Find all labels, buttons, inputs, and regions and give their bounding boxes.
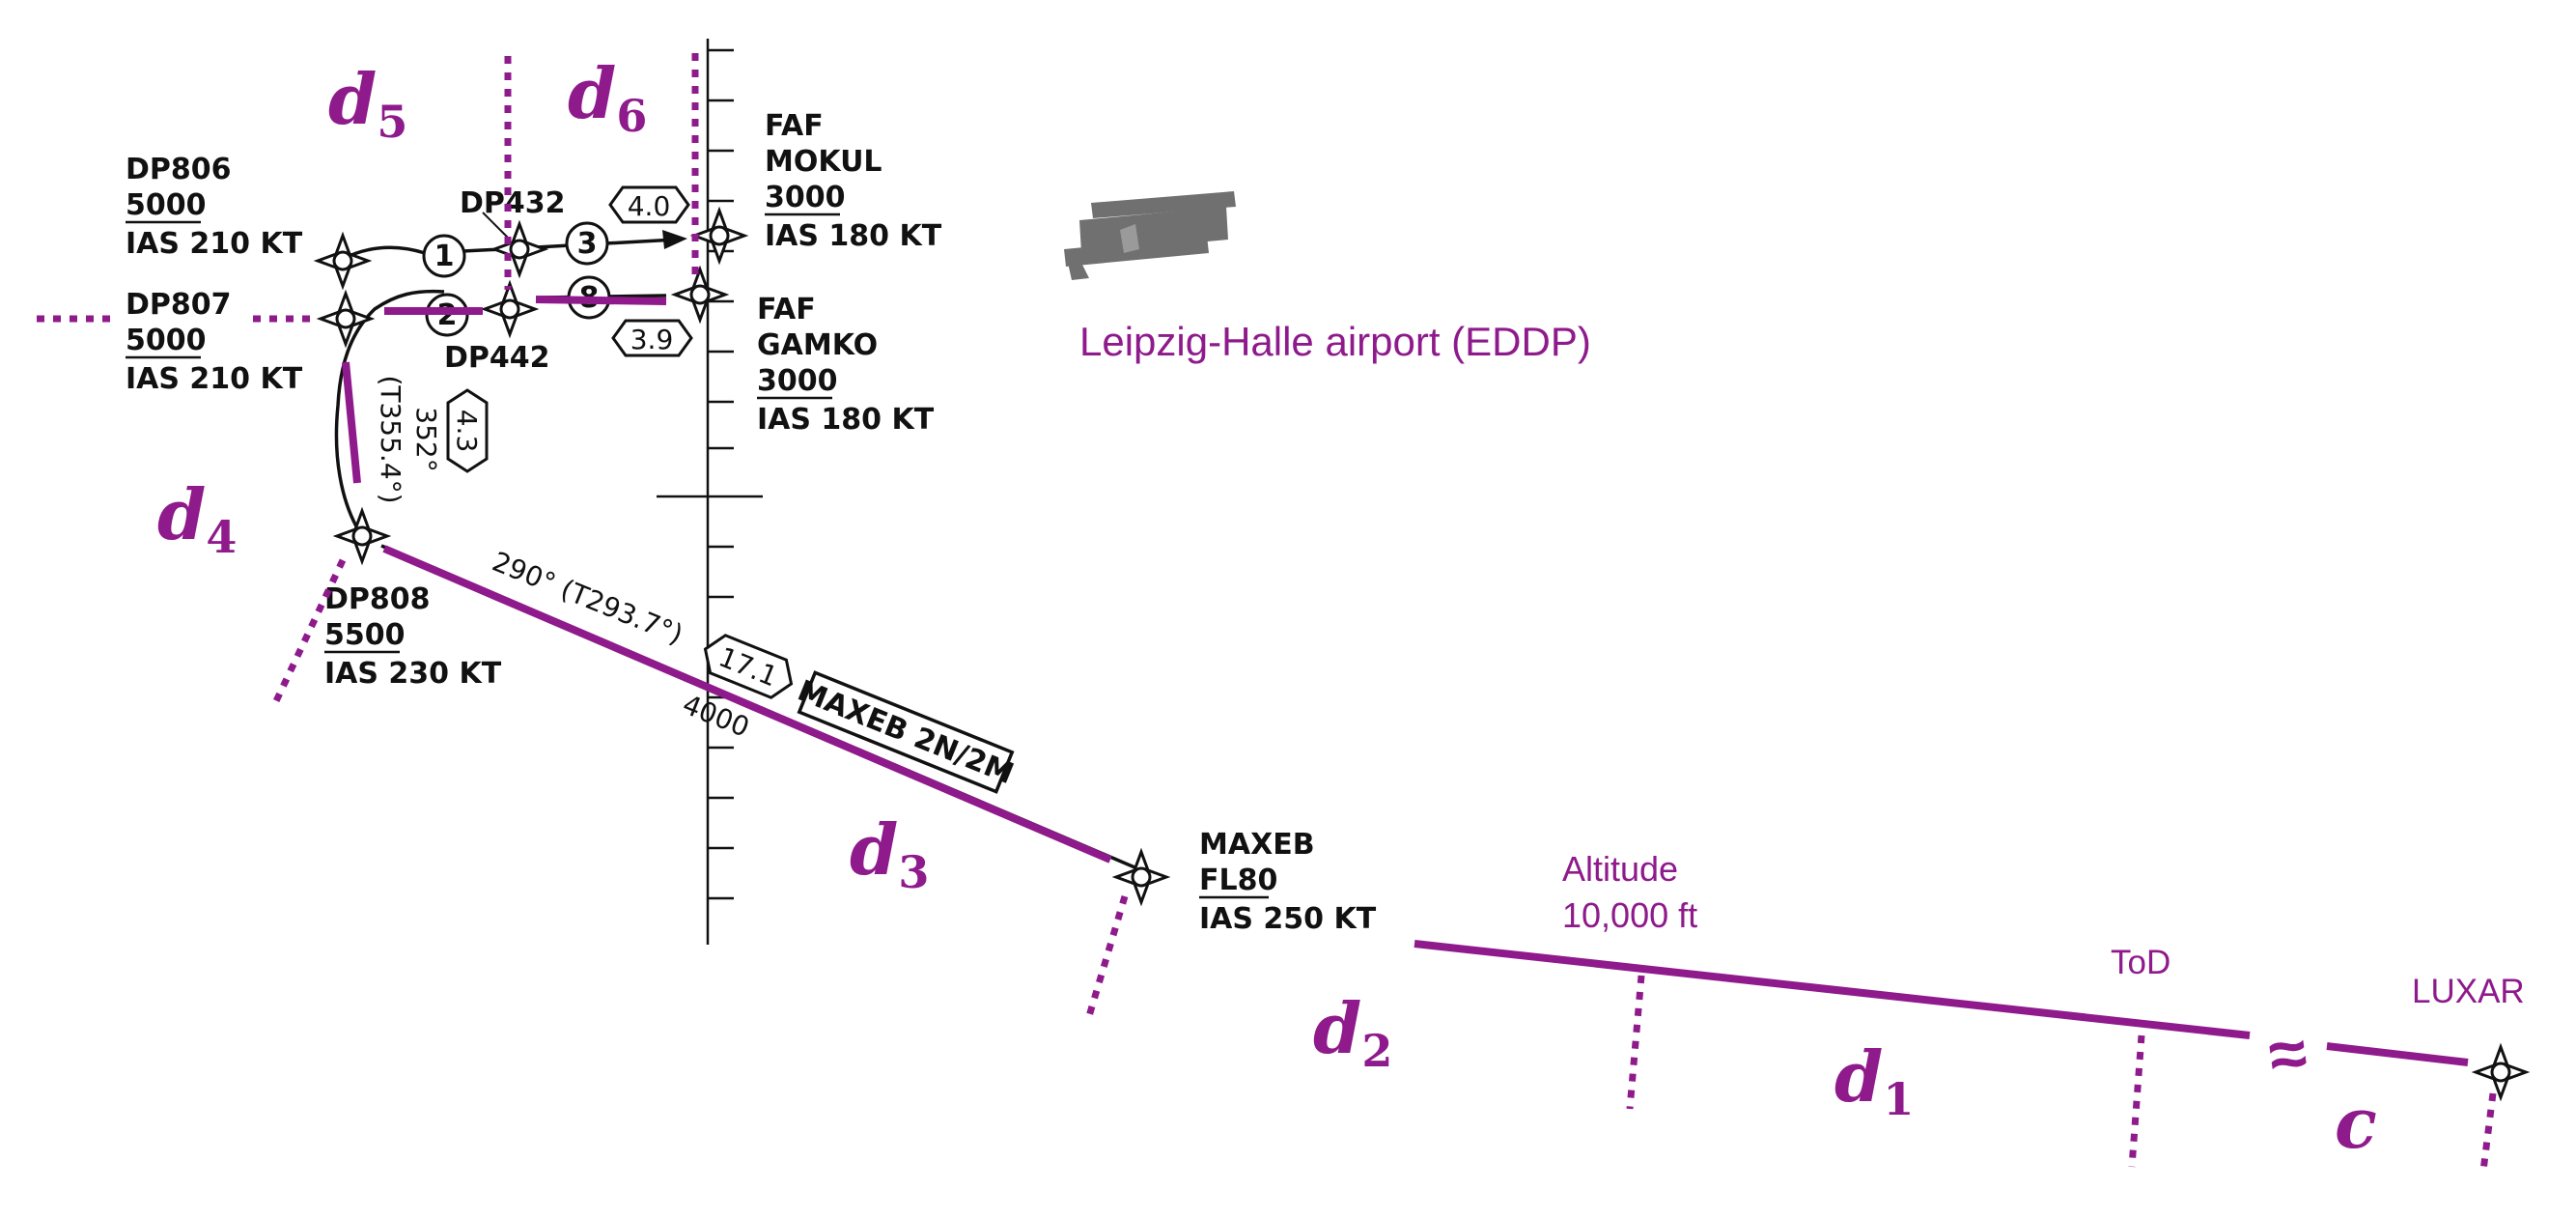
track-dp806-to-dp432 <box>342 245 503 261</box>
waypoint-icon <box>490 219 549 279</box>
label-dp808: DP808 5500 IAS 230 KT <box>324 582 502 691</box>
waypoint-speed: IAS 250 KT <box>1199 902 1377 936</box>
segment-label-d1: d1 <box>1834 1035 1914 1125</box>
waypoint-type: FAF <box>765 109 824 143</box>
segment-label-d6: d6 <box>568 52 647 142</box>
course-turn-mag: 352° <box>410 407 442 471</box>
segment-label-c: c <box>2335 1082 2377 1164</box>
boundary-dp808 <box>271 558 347 705</box>
waypoint-icon <box>480 279 540 339</box>
segment-label-d3: d3 <box>850 808 929 898</box>
segment-d3-line <box>382 545 1112 864</box>
waypoint-altitude: 3000 <box>765 181 846 214</box>
waypoint-speed: IAS 210 KT <box>126 227 303 261</box>
waypoint-icon <box>332 506 392 566</box>
course-turn-true: (T355.4°) <box>375 375 406 503</box>
waypoint-icon <box>316 289 376 349</box>
segment-label-d4: d4 <box>157 473 237 563</box>
segment-d6-line <box>535 296 667 305</box>
altitude-label-line2: 10,000 ft <box>1562 895 1697 935</box>
luxar-label: LUXAR <box>2412 973 2525 1010</box>
segment-d4-line <box>342 361 361 484</box>
boundary-altitude <box>1626 975 1645 1110</box>
waypoint-speed: IAS 180 KT <box>757 403 935 437</box>
altitude-label-line1: Altitude <box>1562 849 1678 889</box>
segment-c-line <box>2326 1042 2469 1066</box>
waypoint-name: MAXEB <box>1199 828 1315 862</box>
waypoint-type: FAF <box>757 293 816 326</box>
boundary-luxar <box>2479 1092 2497 1172</box>
circle-label: 1 <box>434 240 455 273</box>
airport-label: Leipzig-Halle airport (EDDP) <box>1079 319 1591 364</box>
label-dp432: DP432 <box>460 186 566 220</box>
waypoint-name: DP807 <box>126 288 232 322</box>
tod-label: ToD <box>2111 944 2170 981</box>
waypoint-altitude: 5000 <box>126 188 207 222</box>
boundary-maxeb <box>1085 894 1129 1018</box>
label-gamko: FAF GAMKO 3000 IAS 180 KT <box>757 293 935 437</box>
waypoint-speed: IAS 210 KT <box>126 362 303 396</box>
waypoint-altitude: FL80 <box>1199 864 1277 897</box>
waypoint-icon <box>313 231 373 291</box>
waypoint-icon <box>2471 1042 2531 1102</box>
segment-label-d2: d2 <box>1313 987 1392 1077</box>
waypoint-symbols <box>313 206 2531 1102</box>
label-dp806: DP806 5000 IAS 210 KT <box>126 153 303 261</box>
waypoint-icon <box>1111 847 1171 907</box>
waypoint-speed: IAS 180 KT <box>765 219 942 253</box>
distance-scale <box>657 39 763 945</box>
waypoint-name: MOKUL <box>765 145 882 179</box>
segment-label-d5: d5 <box>328 58 407 148</box>
distance-turn: 4.3 <box>451 410 483 453</box>
waypoint-altitude: 3000 <box>757 364 838 398</box>
label-mokul: FAF MOKUL 3000 IAS 180 KT <box>765 109 942 253</box>
arrow-head-mokul <box>662 230 687 249</box>
waypoint-name: DP808 <box>324 582 431 616</box>
circle-label: 2 <box>437 298 458 332</box>
segment-labels: d5 d6 d4 d3 d2 d1 c <box>157 52 2377 1164</box>
waypoint-icon <box>670 265 730 325</box>
waypoint-altitude: 5000 <box>126 324 207 357</box>
dp432-leader <box>482 212 511 241</box>
distance-lower: 3.9 <box>630 324 674 355</box>
waypoint-speed: IAS 230 KT <box>324 657 502 691</box>
distance-upper: 4.0 <box>628 190 671 222</box>
distance-boxes: 4.0 3.9 4.3 17.1 <box>446 185 794 699</box>
break-symbol: ≈ <box>2264 1014 2311 1094</box>
waypoint-name: GAMKO <box>757 328 878 362</box>
waypoint-name: DP806 <box>126 153 232 186</box>
label-dp807: DP807 5000 IAS 210 KT <box>126 288 303 396</box>
label-maxeb: MAXEB FL80 IAS 250 KT <box>1199 828 1377 936</box>
boundary-tod <box>2128 1034 2145 1168</box>
airport-runway-icon <box>1064 191 1236 280</box>
waypoint-altitude: 5500 <box>324 618 406 652</box>
circle-label: 3 <box>577 227 598 261</box>
label-dp442: DP442 <box>444 341 550 375</box>
segment-overlay <box>37 53 2497 1172</box>
segment-d1-line <box>1414 940 2251 1039</box>
waypoint-icon <box>689 206 749 266</box>
